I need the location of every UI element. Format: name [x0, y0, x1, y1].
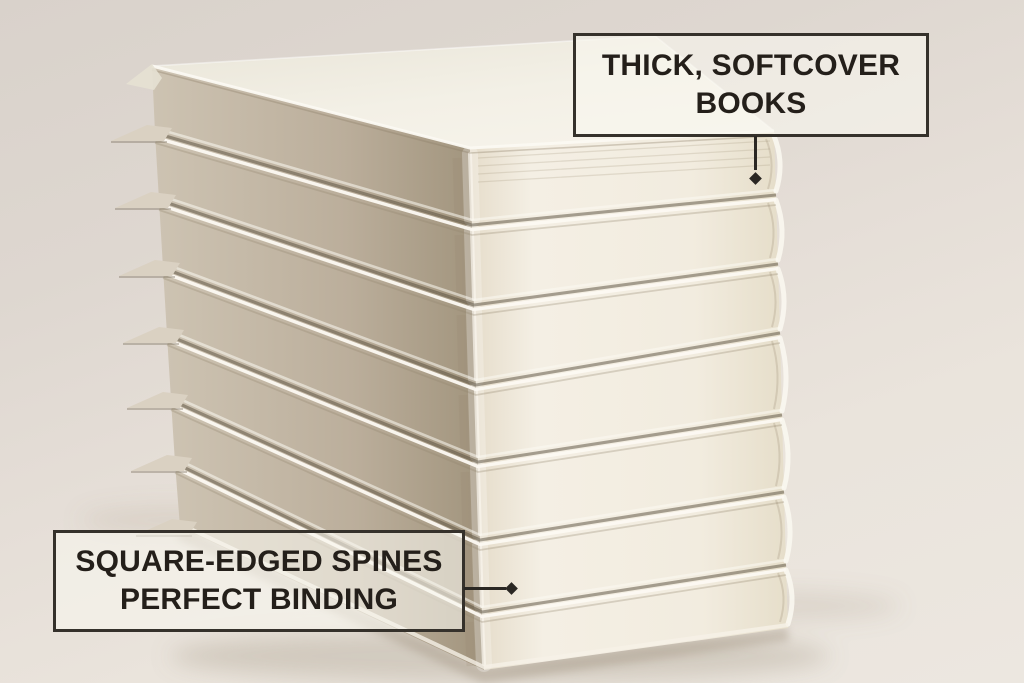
callout-square-edged-spines: SQUARE-EDGED SPINES PERFECT BINDING [53, 530, 465, 632]
callout-thick-softcover-books: THICK, SOFTCOVER BOOKS [573, 33, 929, 137]
callout-line: SQUARE-EDGED SPINES [75, 544, 443, 578]
callout-line: THICK, SOFTCOVER [601, 48, 901, 82]
leader-line-bottom-left [464, 587, 506, 590]
callout-text-bottom-left: SQUARE-EDGED SPINES PERFECT BINDING [56, 543, 462, 619]
callout-text-top-right: THICK, SOFTCOVER BOOKS [576, 47, 926, 123]
callout-line: BOOKS [695, 87, 807, 120]
callout-line: PERFECT BINDING [119, 583, 398, 616]
leader-line-top-right [754, 136, 757, 170]
